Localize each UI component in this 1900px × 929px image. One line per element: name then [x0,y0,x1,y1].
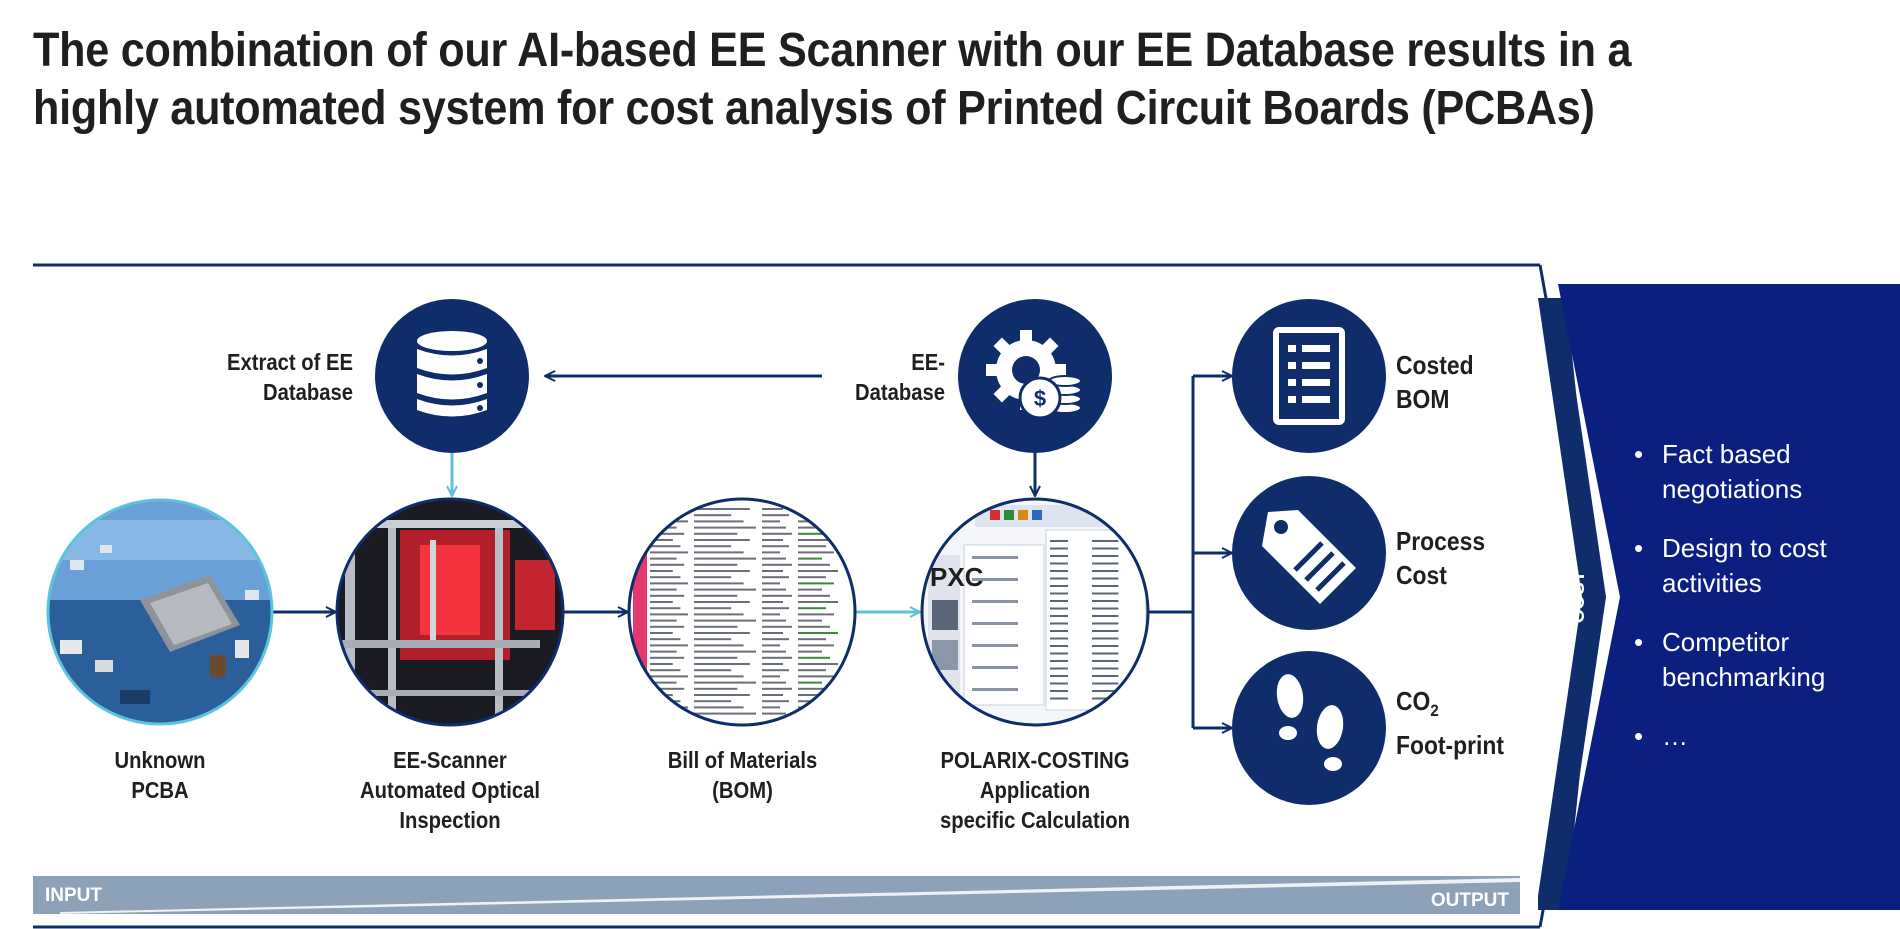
bullet: • [1634,721,1644,751]
benefit-text: Competitor benchmarking [1662,627,1826,692]
output-label-process-cost: Process Cost [1396,526,1486,590]
app-logo: PXC [930,562,984,592]
document-list-icon [1232,299,1386,453]
input-output-bar-highlight [60,878,1520,914]
bullet: • [1634,533,1644,563]
bullet: • [1634,627,1644,657]
estimated-cost-arrow [1538,298,1606,896]
results-panel [1558,284,1900,910]
footprints-icon [1232,651,1386,805]
gear-coins-icon: $ [958,299,1112,453]
benefit-item: •… [1634,719,1874,754]
output-label: OUTPUT [1431,890,1510,911]
benefit-text: … [1662,721,1688,751]
extract-database-icon [375,299,529,453]
ee-database-label: EE- Database [854,349,945,405]
svg-text:$: $ [1034,386,1046,411]
co2-subscript: 2 [1430,701,1439,721]
estimated-cost-label: ESTIMATED COST [1546,540,1589,654]
co2-rest: Foot-print [1396,730,1505,761]
co2-main: CO [1396,686,1431,716]
page-title: The combination of our AI-based EE Scann… [33,24,1632,135]
benefit-item: • Fact based negotiations [1634,437,1874,507]
output-label-costed-bom: Costed BOM [1396,350,1474,414]
pcba-photo [46,498,274,726]
step-label-bom: Bill of Materials (BOM) [667,747,818,803]
bom-sheet [627,497,857,727]
input-label: INPUT [45,885,102,906]
step-label-pcba: Unknown PCBA [114,747,206,803]
benefit-text: Fact based negotiations [1662,439,1803,504]
price-tag-icon [1232,476,1386,630]
costing-app-screenshot: PXC [920,497,1150,727]
benefit-text: Design to cost activities [1662,533,1827,598]
benefits-list: • Fact based negotiations • Design to cost… [1634,437,1874,778]
connectors [273,376,1232,728]
step-label-scanner: EE-Scanner Automated Optical Inspection [360,747,540,833]
benefit-item: • Design to cost activities [1634,531,1874,601]
benefit-item: • Competitor benchmarking [1634,625,1874,695]
bullet: • [1634,439,1644,469]
step-label-costing: POLARIX-COSTING Application specific Cal… [939,747,1131,833]
scanner-photo [335,497,565,727]
extract-database-label: Extract of EE Database [227,349,353,405]
